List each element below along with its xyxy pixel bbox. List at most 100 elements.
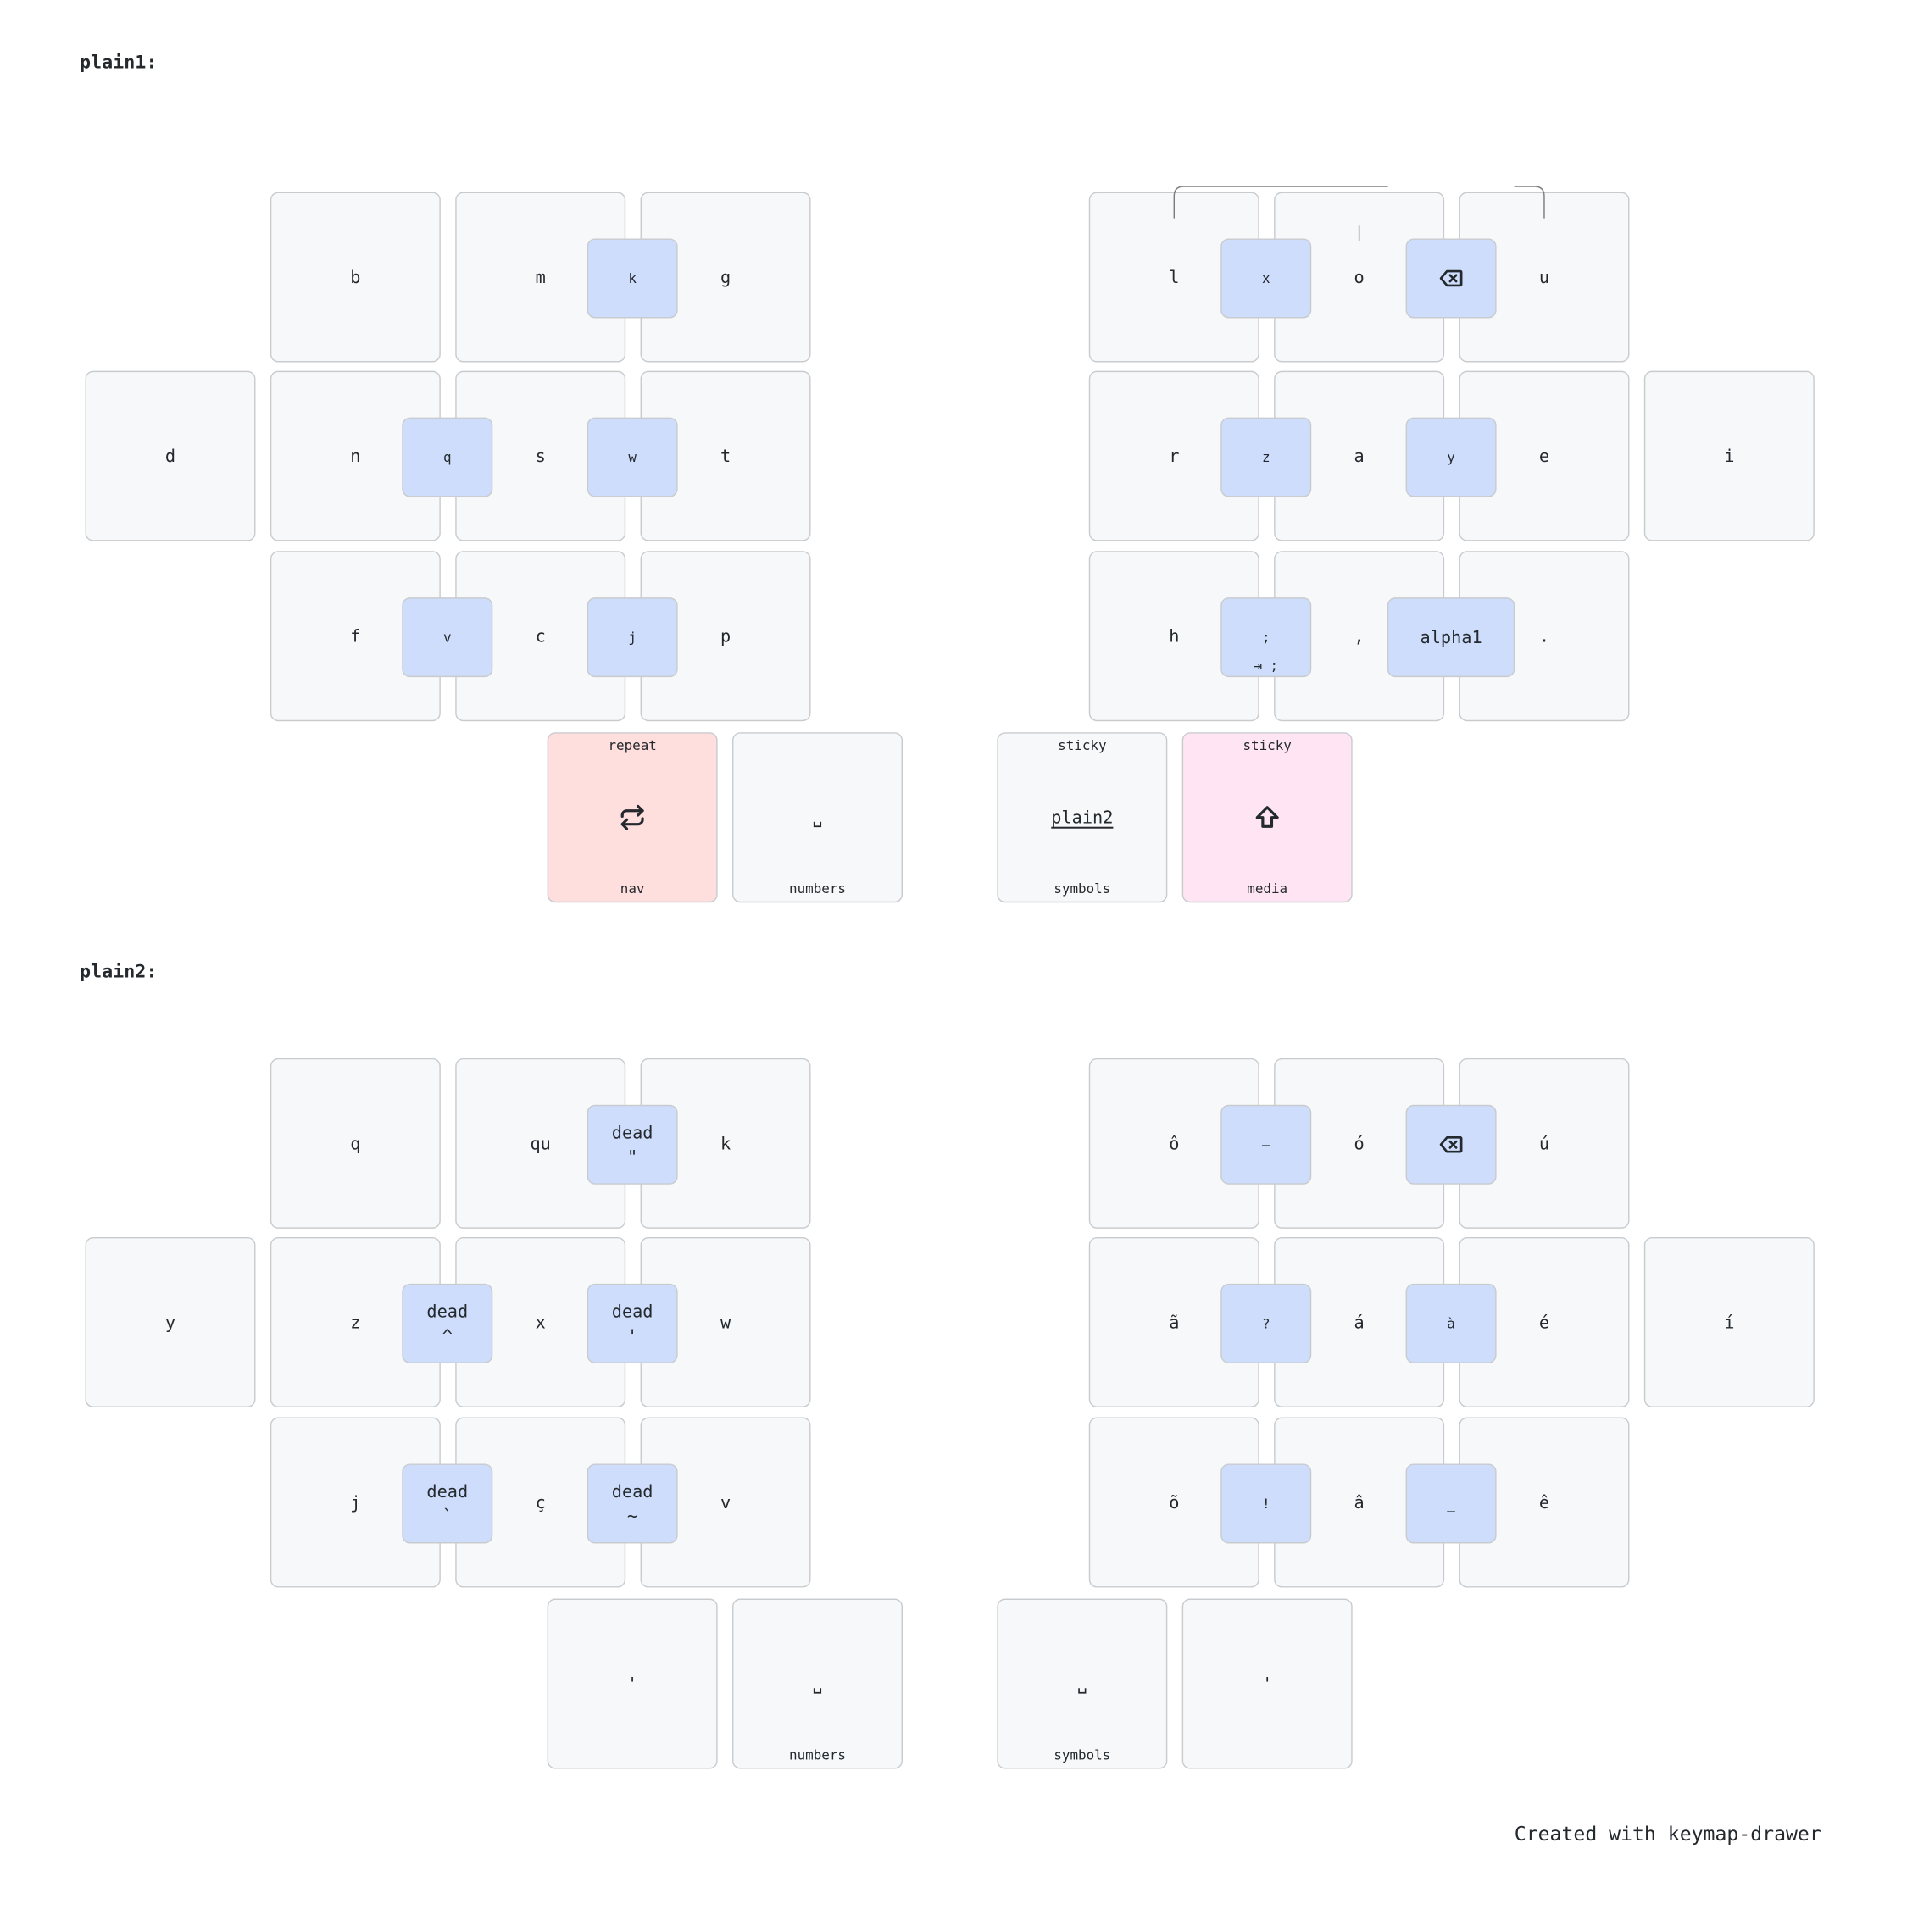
combo[interactable]: ! bbox=[1220, 1463, 1312, 1544]
combo[interactable]: j bbox=[587, 597, 678, 678]
key-label: ã bbox=[1169, 1312, 1179, 1332]
key-label: ç bbox=[536, 1492, 546, 1513]
combo[interactable]: dead ' bbox=[587, 1283, 678, 1363]
key-cap bbox=[1643, 1236, 1815, 1407]
key[interactable]: ␣numbers bbox=[731, 732, 903, 903]
key[interactable]: f bbox=[270, 551, 441, 722]
key-label: ê bbox=[1539, 1492, 1549, 1513]
key[interactable]: t bbox=[640, 370, 811, 541]
combo-label-bottom: ' bbox=[627, 1325, 637, 1346]
key-label: á bbox=[1354, 1312, 1365, 1332]
combo-cap bbox=[587, 1104, 678, 1185]
combo-alpha1[interactable]: alpha1 bbox=[1173, 186, 1545, 678]
layer-title: plain2: bbox=[80, 961, 157, 982]
key[interactable]: i bbox=[1643, 370, 1815, 541]
combo[interactable]: x bbox=[1220, 238, 1312, 319]
key[interactable]: a bbox=[1274, 370, 1445, 541]
key[interactable]: ␣ symbols bbox=[997, 1598, 1168, 1769]
combo[interactable]: v bbox=[402, 597, 493, 678]
key-label: b bbox=[350, 267, 360, 287]
key-shifted-label: numbers bbox=[789, 1746, 846, 1763]
combo[interactable]: _ bbox=[1405, 1463, 1497, 1544]
combo[interactable] bbox=[1405, 238, 1497, 319]
combo-label-top: dead bbox=[612, 1122, 653, 1142]
key-label: u bbox=[1539, 267, 1549, 287]
key[interactable]: í bbox=[1643, 1236, 1815, 1407]
combo-cap bbox=[1220, 1283, 1312, 1363]
key-hold-label: sticky bbox=[1243, 737, 1291, 753]
combo-label-bottom: ~ bbox=[627, 1506, 637, 1526]
combo-cap bbox=[402, 1283, 493, 1363]
combo-cap bbox=[587, 1463, 678, 1544]
key[interactable]: ú bbox=[1459, 1058, 1630, 1229]
key-cap bbox=[270, 1058, 441, 1229]
key-label: ú bbox=[1539, 1133, 1549, 1153]
combo-label: k bbox=[628, 270, 637, 286]
combo-label-bottom: ^ bbox=[442, 1325, 453, 1346]
combo-label: q bbox=[443, 449, 452, 465]
key[interactable]: v bbox=[640, 1417, 811, 1588]
key[interactable]: ␣ numbers bbox=[731, 1598, 903, 1769]
key[interactable]: q bbox=[270, 1058, 441, 1229]
combo[interactable]: dead` bbox=[402, 1463, 493, 1544]
combo-connector bbox=[1173, 186, 1388, 219]
combo-label: v bbox=[443, 630, 452, 646]
combo[interactable]: – bbox=[1220, 1104, 1312, 1185]
key[interactable]: r bbox=[1088, 370, 1259, 541]
combo-label: ! bbox=[1262, 1496, 1270, 1512]
key[interactable]: é bbox=[1459, 1236, 1630, 1407]
key-cap bbox=[1643, 370, 1815, 541]
combo[interactable]: ;⇥ ; bbox=[1220, 597, 1312, 678]
combo[interactable] bbox=[1405, 1104, 1497, 1185]
key-label: ␣ bbox=[1077, 1674, 1087, 1694]
combo[interactable]: q bbox=[402, 417, 493, 497]
combo[interactable]: w bbox=[587, 417, 678, 497]
key-label: ␣ bbox=[812, 1674, 822, 1694]
key-label: c bbox=[536, 626, 546, 647]
combo-label-top: dead bbox=[612, 1301, 653, 1321]
key-label: . bbox=[1539, 626, 1549, 647]
combo-cap bbox=[1405, 417, 1497, 497]
combo-cap bbox=[402, 417, 493, 497]
key-cap bbox=[547, 732, 718, 903]
combo[interactable]: ? bbox=[1220, 1283, 1312, 1363]
combo[interactable]: k bbox=[587, 238, 678, 319]
combo[interactable]: z bbox=[1220, 417, 1312, 497]
key-shifted-label: numbers bbox=[789, 880, 846, 897]
combo[interactable]: y bbox=[1405, 417, 1497, 497]
key-label: x bbox=[536, 1312, 546, 1332]
key-label: g bbox=[720, 267, 731, 287]
combo-cap bbox=[1220, 597, 1312, 678]
key[interactable]: s bbox=[455, 370, 626, 541]
layer-title: plain1: bbox=[80, 52, 157, 73]
key[interactable]: ' bbox=[547, 1598, 718, 1769]
key[interactable]: y bbox=[85, 1236, 256, 1407]
combo-label-top: dead bbox=[426, 1301, 468, 1321]
combo-cap bbox=[587, 238, 678, 319]
key[interactable]: . bbox=[1459, 551, 1630, 722]
key-label: v bbox=[720, 1492, 731, 1513]
key-label: w bbox=[720, 1312, 731, 1332]
key[interactable]: b bbox=[270, 192, 441, 363]
key-label: h bbox=[1169, 626, 1179, 647]
key[interactable]: ' bbox=[1181, 1598, 1353, 1769]
key-label: ó bbox=[1354, 1133, 1365, 1153]
key-shifted-label: symbols bbox=[1054, 1746, 1110, 1763]
combo[interactable]: dead~ bbox=[587, 1463, 678, 1544]
combo[interactable]: dead" bbox=[587, 1104, 678, 1185]
key[interactable]: d bbox=[85, 370, 256, 541]
combo[interactable]: à bbox=[1405, 1283, 1497, 1363]
combo-label: ? bbox=[1262, 1315, 1270, 1331]
combo[interactable]: dead ^ bbox=[402, 1283, 493, 1363]
key-label: qu bbox=[531, 1133, 551, 1153]
combo-label: à bbox=[1447, 1315, 1455, 1331]
key[interactable]: ã bbox=[1088, 1236, 1259, 1407]
key[interactable]: n bbox=[270, 370, 441, 541]
key-cap bbox=[85, 1236, 256, 1407]
